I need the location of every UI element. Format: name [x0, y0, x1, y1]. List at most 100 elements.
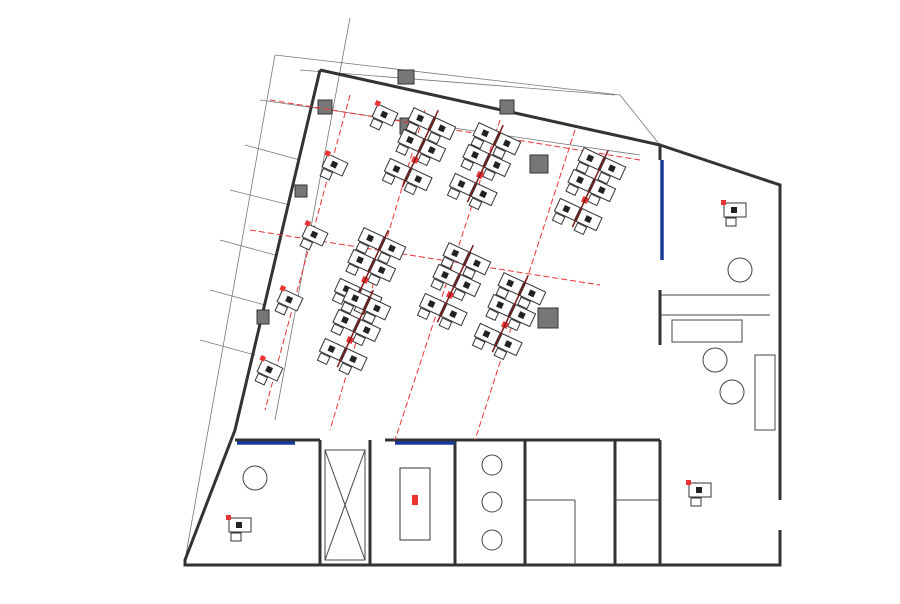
workstation — [573, 207, 603, 236]
chair-icon — [299, 237, 314, 251]
workstation — [517, 282, 547, 310]
walls — [183, 68, 782, 567]
desk-cluster — [316, 287, 392, 376]
chair-icon — [381, 172, 396, 186]
chair-icon — [468, 197, 483, 211]
chair-icon — [395, 143, 410, 157]
workstation — [340, 287, 370, 315]
chair-icon — [493, 347, 508, 361]
chair-icon — [470, 136, 485, 150]
workstation — [403, 167, 433, 196]
workstation — [254, 358, 284, 386]
chair-icon — [362, 311, 376, 325]
chair-icon — [446, 187, 461, 201]
workstation — [274, 288, 304, 316]
chair-icon — [597, 171, 611, 185]
workstation — [565, 168, 595, 197]
chair-icon — [254, 372, 269, 386]
chair-icon — [507, 318, 521, 332]
chair-icon — [440, 256, 455, 270]
chair-icon — [485, 308, 500, 322]
desk-cluster — [446, 122, 522, 211]
chair-icon — [369, 117, 384, 131]
workstation — [470, 122, 500, 150]
chair-icon — [565, 183, 580, 197]
chair-icon — [340, 301, 355, 315]
chair-icon — [377, 251, 391, 265]
workstation — [417, 138, 447, 167]
workstation — [362, 297, 392, 325]
chair-icon — [405, 121, 420, 135]
workstation — [381, 157, 411, 186]
chair-icon — [330, 323, 345, 337]
chair-icon — [352, 333, 366, 347]
chair-icon — [319, 167, 334, 181]
chair-icon — [460, 158, 475, 172]
chair-icon — [587, 193, 601, 207]
workstation — [345, 248, 375, 277]
desk-layout — [226, 100, 747, 542]
workstation — [355, 227, 385, 255]
chair-icon — [573, 222, 588, 236]
chair-icon — [355, 241, 370, 255]
chair-icon — [725, 217, 737, 227]
chair-icon — [345, 263, 360, 277]
workstation — [330, 308, 360, 337]
glass-partitions — [237, 160, 664, 445]
chair-icon — [575, 161, 590, 175]
workstation — [438, 302, 468, 331]
workstation — [587, 178, 617, 207]
workstation — [460, 143, 490, 172]
chair-icon — [452, 288, 466, 302]
workstation — [228, 517, 252, 542]
workstation — [723, 202, 747, 227]
chair-icon — [551, 212, 566, 226]
single-desk — [254, 355, 284, 386]
chair-icon — [438, 317, 453, 331]
workstation — [352, 318, 382, 347]
chair-icon — [492, 146, 506, 160]
workstation — [440, 242, 470, 270]
workstation — [507, 303, 537, 332]
workstation — [462, 252, 492, 280]
chair-icon — [367, 273, 381, 287]
lift-shaft — [324, 449, 366, 561]
workstation — [367, 258, 397, 287]
single-desk — [319, 150, 349, 181]
chair-icon — [338, 362, 353, 376]
meeting-room — [399, 467, 431, 541]
chair-icon — [427, 131, 441, 145]
single-desk — [274, 285, 304, 316]
workstation — [452, 273, 482, 302]
single-desk — [226, 515, 252, 542]
workstation — [446, 172, 476, 201]
workstation — [299, 223, 329, 251]
workstation — [482, 153, 512, 182]
desk-cluster — [551, 147, 627, 236]
workstation — [405, 107, 435, 135]
workstation — [471, 322, 501, 351]
chair-icon — [690, 497, 702, 507]
desk-cluster — [471, 272, 547, 361]
chair-icon — [462, 266, 476, 280]
chair-icon — [403, 182, 418, 196]
chair-icon — [482, 168, 496, 182]
workstation — [495, 272, 525, 300]
workstation — [430, 263, 460, 292]
single-desk — [686, 480, 712, 507]
desk-cluster — [416, 242, 492, 331]
lounge-tables — [242, 257, 776, 551]
workstation — [316, 337, 346, 366]
single-desk — [369, 100, 399, 131]
workstation — [688, 482, 712, 507]
workstation — [551, 197, 581, 226]
workstation — [369, 103, 399, 131]
workstation — [493, 332, 523, 361]
workstation — [492, 132, 522, 160]
workstation — [468, 182, 498, 211]
desk-cluster — [381, 107, 457, 196]
workstation — [416, 292, 446, 321]
chair-icon — [417, 153, 431, 167]
workstation — [377, 237, 407, 265]
